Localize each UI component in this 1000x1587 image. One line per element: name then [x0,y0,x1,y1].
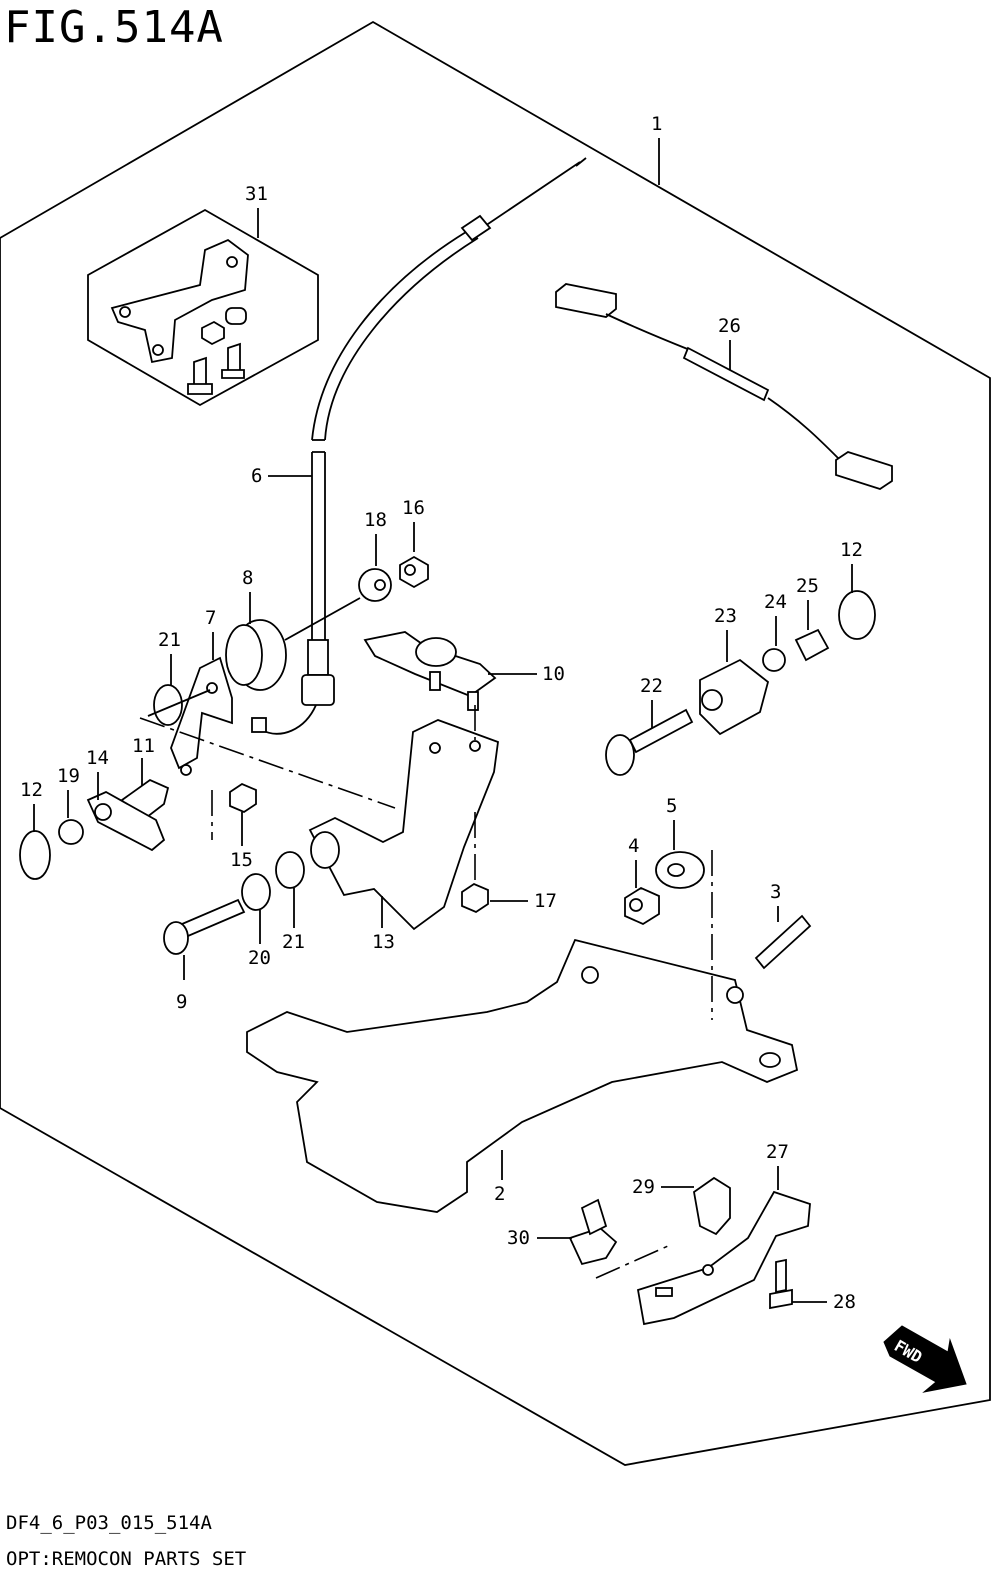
callout-label-c23: 23 [714,605,737,627]
part-15-nut [229,782,257,814]
callout-label-c15: 15 [230,849,253,871]
part-25-bushing [794,628,830,662]
callout-label-c2: 2 [494,1183,505,1205]
part-26-wiring-harness [555,283,893,490]
part-20-washer [241,873,271,911]
part-13-lever [308,719,499,931]
callout-label-c14: 14 [86,747,109,769]
part-17-nut [461,882,489,914]
diagram-caption: OPT:REMOCON PARTS SET [6,1548,247,1570]
part-12-ring-left [19,830,51,880]
callout-labels: 1234567891011121213141516171819202121222… [20,113,863,1313]
part-19-washer [58,819,84,845]
part-21-washer-upper [153,684,183,726]
callout-label-c29: 29 [632,1176,655,1198]
callout-label-c28: 28 [833,1291,856,1313]
part-2-main-bracket [246,938,799,1213]
callout-label-c10: 10 [542,663,565,685]
diagram-code: DF4_6_P03_015_514A [6,1512,212,1534]
callout-label-c3: 3 [770,881,781,903]
part-23-collar [699,658,770,736]
callout-label-c4: 4 [628,835,639,857]
callout-label-c9: 9 [176,991,187,1013]
callout-label-c27: 27 [766,1141,789,1163]
part-31-bracket-kit [110,238,249,395]
fwd-arrow-icon [883,1325,967,1393]
callout-label-c30: 30 [507,1227,530,1249]
part-12-ring-right [838,590,876,640]
callout-label-c17: 17 [534,890,557,912]
callout-label-c22: 22 [640,675,663,697]
part-3-stud [754,914,812,970]
kit-31-frame [87,208,319,407]
callout-label-c19: 19 [57,765,80,787]
callout-label-c24: 24 [764,591,787,613]
part-22-pin [628,708,694,754]
callout-label-c12b: 12 [840,539,863,561]
part-27-plate [636,1190,811,1326]
callout-label-c8: 8 [242,567,253,589]
callout-label-c25: 25 [796,575,819,597]
part-28-bolt [769,1288,793,1310]
callout-label-c26: 26 [718,315,741,337]
callout-label-c1: 1 [651,113,662,135]
callout-label-c21b: 21 [282,931,305,953]
callout-label-c13: 13 [372,931,395,953]
callout-label-c16: 16 [402,497,425,519]
callout-label-c31: 31 [245,183,268,205]
part-21-washer-lower [275,851,305,889]
figure-title: FIG.514A [4,2,224,53]
part-6-remote-cable [251,157,587,735]
part-10-plate [363,631,497,711]
callout-leaders [33,138,853,1303]
assembly-frame [0,20,991,1466]
callout-label-c5: 5 [666,795,677,817]
callout-label-c20: 20 [248,947,271,969]
callout-label-c11: 11 [132,735,155,757]
callout-label-c21a: 21 [158,629,181,651]
part-24-washer [762,648,786,672]
callout-label-c7: 7 [205,607,216,629]
part-8-grommet [225,597,361,691]
callout-label-c12a: 12 [20,779,43,801]
callout-label-c18: 18 [364,509,387,531]
assembly-guide-lines [139,705,713,1279]
callout-label-c6: 6 [251,465,262,487]
part-29-clip [693,1176,731,1236]
